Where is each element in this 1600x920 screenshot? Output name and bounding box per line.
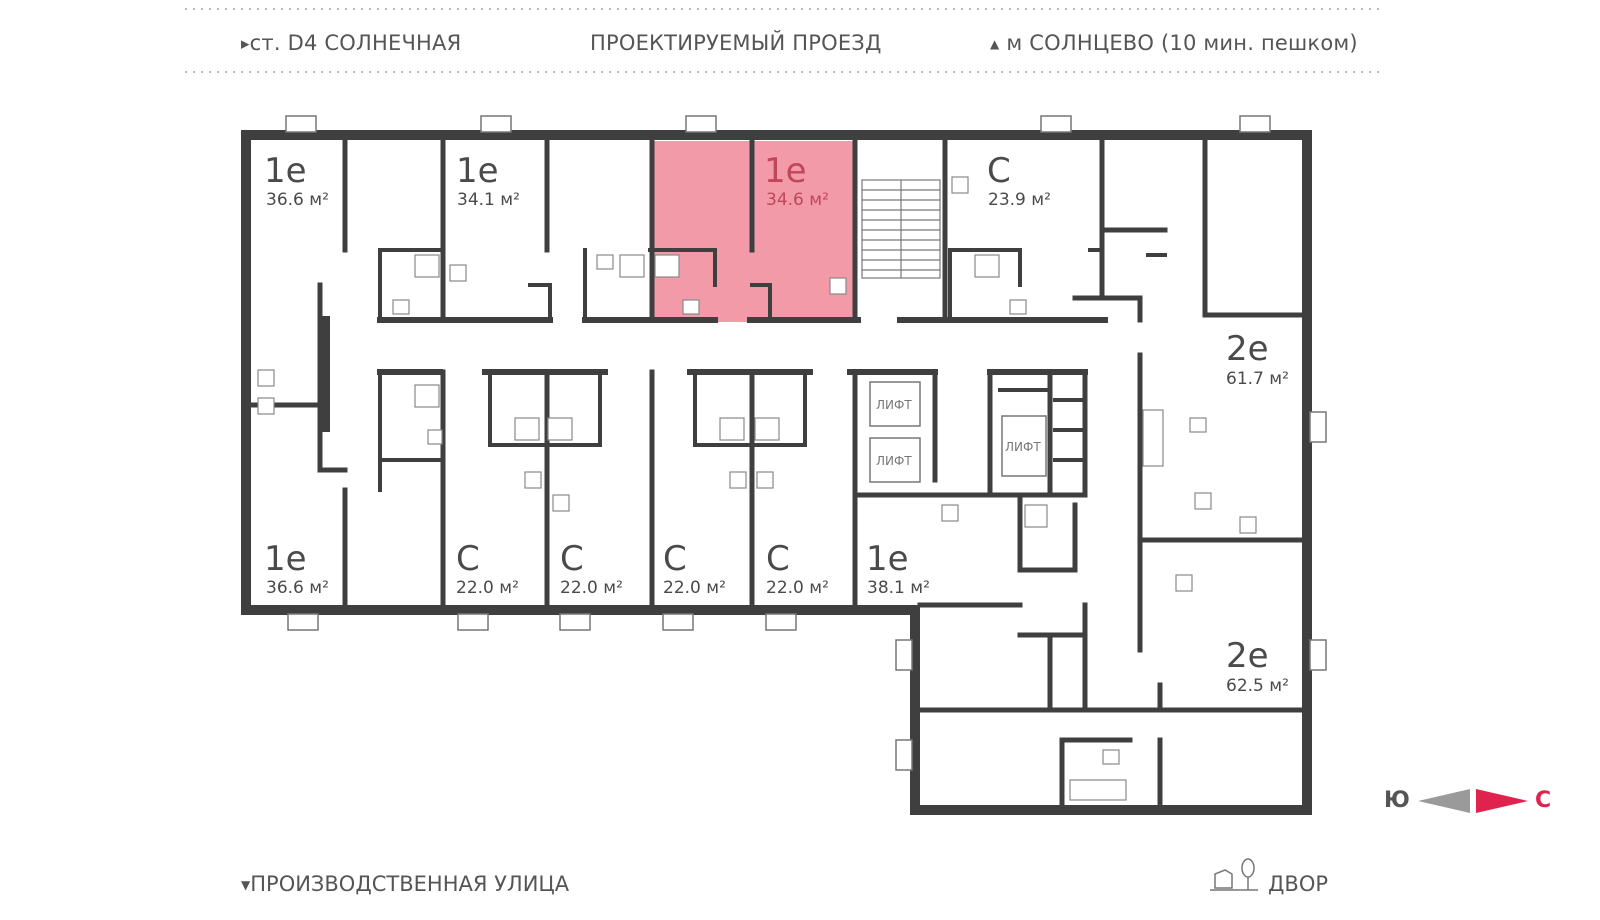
unit-11-area: 22.0 м² bbox=[766, 578, 829, 598]
compass-south-label: Ю bbox=[1384, 788, 1410, 813]
unit-5-type: 2е bbox=[1226, 329, 1269, 369]
triangle-right-icon: ▶ bbox=[241, 37, 250, 51]
unit-2-area: 34.1 м² bbox=[457, 190, 520, 210]
unit-12-area: 38.1 м² bbox=[867, 578, 930, 598]
elevator-2-label: ЛИФТ bbox=[876, 454, 912, 468]
street-label-d4-station: ▶ст. D4 СОЛНЕЧНАЯ bbox=[241, 31, 462, 55]
elevator-3-label: ЛИФТ bbox=[1005, 440, 1041, 454]
unit-1-area: 36.6 м² bbox=[266, 190, 329, 210]
elevator-cabins bbox=[869, 381, 1047, 483]
unit-10-type: С bbox=[663, 539, 687, 579]
windows bbox=[285, 115, 1327, 771]
elevator-1-label: ЛИФТ bbox=[876, 398, 912, 412]
street-label-production-street: ▼ПРОИЗВОДСТВЕННАЯ УЛИЦА bbox=[241, 872, 570, 896]
compass-south-arrow-icon bbox=[1418, 789, 1470, 813]
street-label-proposed-passage: ПРОЕКТИРУЕМЫЙ ПРОЕЗД bbox=[590, 31, 882, 55]
unit-5-area: 61.7 м² bbox=[1226, 369, 1289, 389]
unit-2-type: 1е bbox=[456, 151, 499, 191]
unit-7-area: 36.6 м² bbox=[266, 578, 329, 598]
unit-labels: 1е 36.6 м² 1е 34.1 м² 1е 34.6 м² С 23.9 … bbox=[264, 151, 1289, 696]
unit-6-area: 62.5 м² bbox=[1226, 676, 1289, 696]
unit-7-type: 1е bbox=[264, 539, 307, 579]
unit-10-area: 22.0 м² bbox=[663, 578, 726, 598]
unit-8-type: С bbox=[456, 539, 480, 579]
unit-9-area: 22.0 м² bbox=[560, 578, 623, 598]
unit-9-type: С bbox=[560, 539, 584, 579]
stairs bbox=[861, 179, 941, 279]
stove-icons bbox=[257, 176, 1257, 592]
unit-8-area: 22.0 м² bbox=[456, 578, 519, 598]
unit-1-type: 1е bbox=[264, 151, 307, 191]
unit-6-type: 2е bbox=[1226, 636, 1269, 676]
unit-4-type: С bbox=[987, 151, 1011, 191]
compass-north-arrow-icon bbox=[1476, 789, 1528, 813]
street-label-metro-solntsevo: ▲ м СОЛНЦЕВО (10 мин. пешком) bbox=[990, 31, 1358, 55]
unit-4-area: 23.9 м² bbox=[988, 190, 1051, 210]
triangle-down-icon: ▼ bbox=[241, 878, 251, 892]
street-label-courtyard: ДВОР bbox=[1268, 872, 1329, 896]
unit-11-type: С bbox=[766, 539, 790, 579]
compass-north-label: С bbox=[1535, 788, 1552, 813]
unit-3-area[interactable]: 34.6 м² bbox=[766, 190, 829, 210]
unit-3-type[interactable]: 1е bbox=[764, 151, 807, 191]
walls bbox=[241, 130, 1312, 815]
courtyard-icon bbox=[1210, 858, 1258, 891]
unit-12-type: 1е bbox=[866, 539, 909, 579]
triangle-up-icon: ▲ bbox=[990, 37, 1000, 51]
bathroom-fixtures bbox=[392, 254, 1207, 801]
